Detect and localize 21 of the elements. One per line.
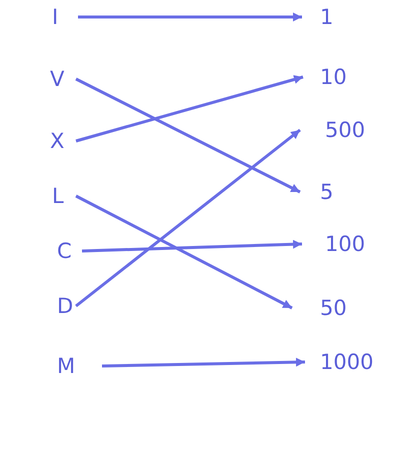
number-label: 100	[325, 232, 366, 256]
arrow	[75, 128, 301, 308]
number-label: 1000	[320, 350, 374, 374]
arrow	[76, 75, 304, 142]
number-label: 500	[325, 118, 366, 142]
arrow	[75, 194, 293, 310]
numeral-label: V	[50, 67, 64, 91]
numeral-label: I	[52, 5, 58, 29]
arrow	[102, 358, 306, 368]
arrow	[82, 240, 302, 252]
numeral-label: D	[57, 294, 74, 318]
arrow	[78, 12, 302, 22]
numeral-label: M	[57, 354, 76, 378]
number-label: 50	[320, 296, 347, 320]
numeral-label: C	[57, 239, 72, 263]
number-label: 1	[320, 5, 334, 29]
arrow	[75, 78, 301, 194]
number-label: 5	[320, 180, 334, 204]
numeral-label: L	[52, 184, 64, 208]
numeral-label: X	[50, 129, 64, 153]
number-label: 10	[320, 65, 347, 89]
